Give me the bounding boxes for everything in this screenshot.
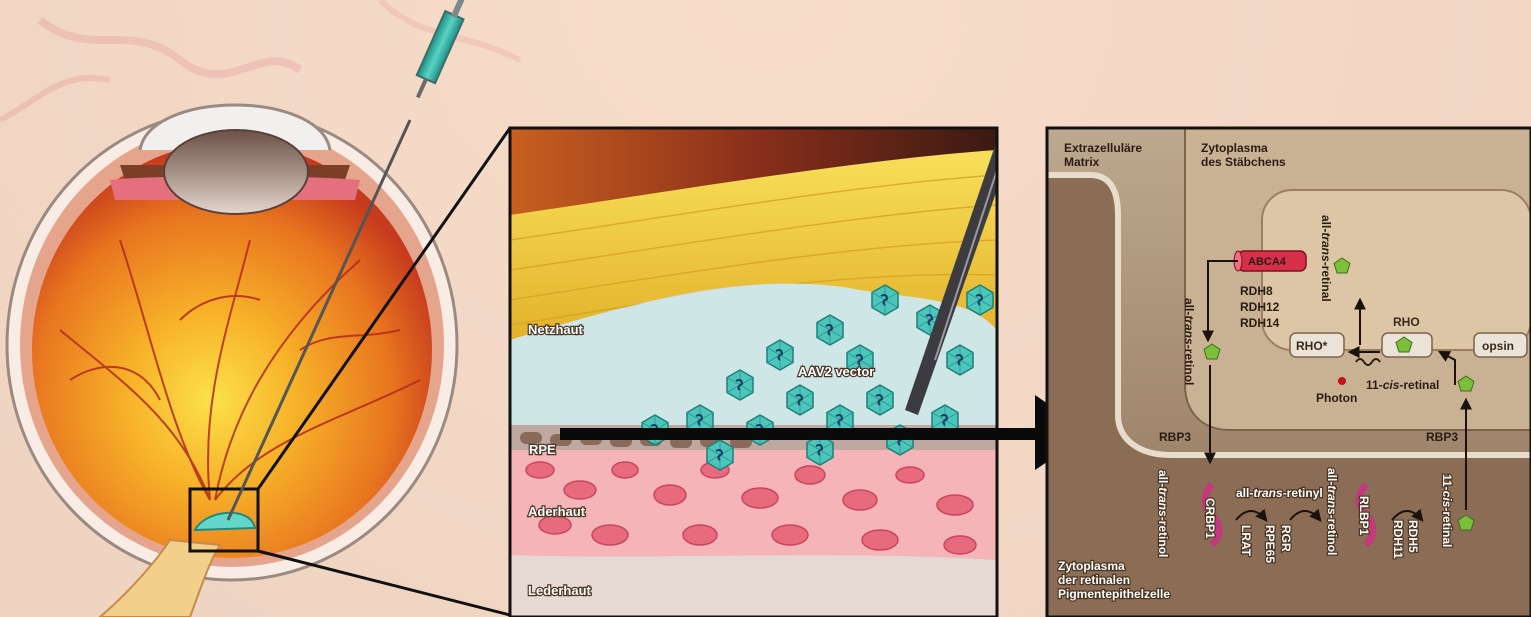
label-all-trans-retinol-rpe: all-trans-retinol bbox=[1156, 470, 1170, 557]
label-rgr: RGR bbox=[1279, 525, 1293, 552]
label-11-cis-retinal-rpe: 11-cis-retinal bbox=[1440, 474, 1454, 547]
svg-text:opsin: opsin bbox=[1482, 339, 1514, 353]
label-rbp3-left: RBP3 bbox=[1159, 430, 1191, 444]
label-rdh5: RDH5 bbox=[1406, 520, 1420, 553]
svg-text:ABCA4: ABCA4 bbox=[1248, 256, 1287, 268]
retina-cross-section-panel bbox=[510, 128, 997, 617]
label-all-trans-retinol-rpe-2: all-trans-retinol bbox=[1325, 468, 1339, 555]
label-rpe65: RPE65 bbox=[1263, 525, 1277, 563]
label-rho: RHO bbox=[1393, 315, 1420, 329]
rho-box bbox=[1382, 333, 1432, 357]
label-rdh11: RDH11 bbox=[1391, 520, 1405, 559]
rho-star-box: RHO* bbox=[1290, 333, 1344, 357]
label-netzhaut: Netzhaut bbox=[528, 322, 584, 337]
label-all-trans-retinyl: all-trans-retinyl bbox=[1236, 486, 1323, 500]
label-rpe: RPE bbox=[529, 442, 556, 457]
eye-illustration bbox=[7, 0, 472, 617]
label-all-trans-retinal-vertical: all-trans-retinal bbox=[1319, 215, 1333, 302]
label-aderhaut: Aderhaut bbox=[528, 504, 586, 519]
label-photon: Photon bbox=[1316, 391, 1357, 405]
svg-text:RHO*: RHO* bbox=[1296, 339, 1328, 353]
label-lederhaut: Lederhaut bbox=[528, 583, 592, 598]
label-lrat: LRAT bbox=[1239, 525, 1253, 557]
opsin-box: opsin bbox=[1474, 333, 1527, 357]
svg-text:CRBP1: CRBP1 bbox=[1203, 498, 1217, 539]
label-rbp3-right: RBP3 bbox=[1426, 430, 1458, 444]
label-11-cis-retinal: 11-cis-retinal bbox=[1366, 378, 1439, 392]
abca4-transporter: ABCA4 bbox=[1234, 251, 1306, 271]
svg-text:RLBP1: RLBP1 bbox=[1357, 496, 1371, 536]
label-all-trans-retinol-vertical: all-trans-retinol bbox=[1182, 298, 1196, 385]
label-aav2-vector: AAV2 vector bbox=[798, 364, 874, 379]
